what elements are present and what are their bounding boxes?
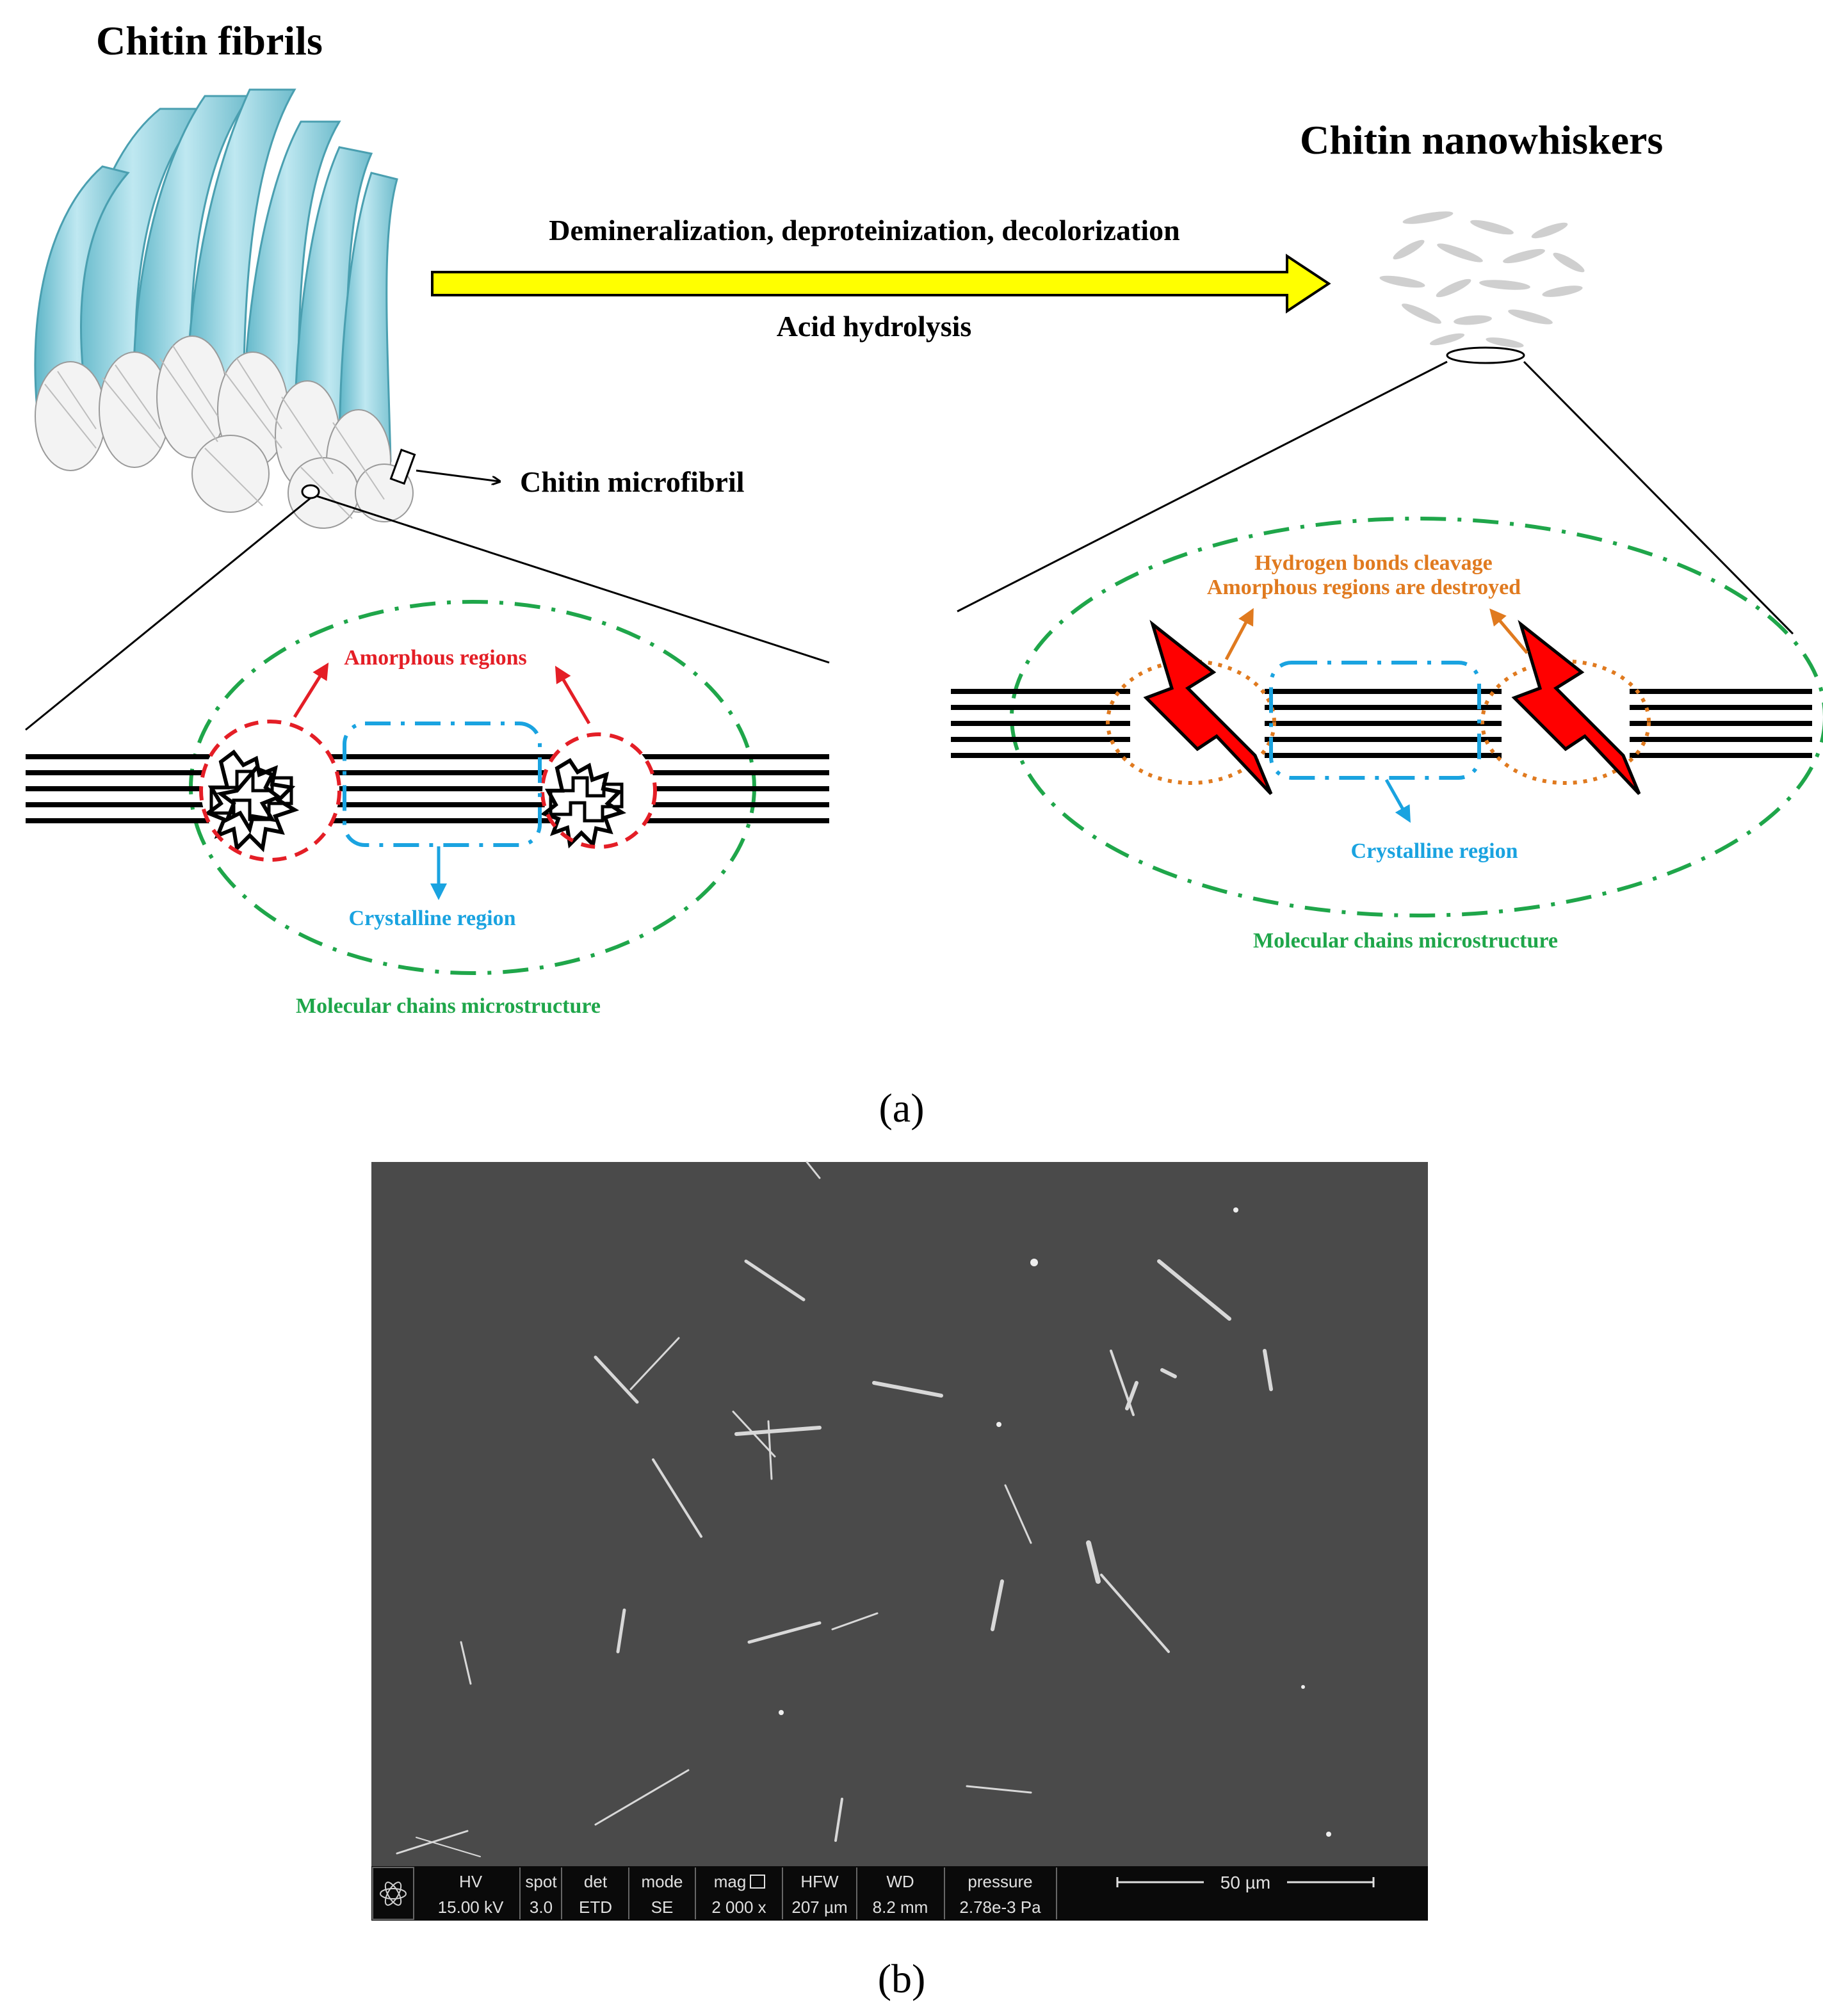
sem-mode-header: mode — [641, 1872, 683, 1891]
left-amorphous-arrow-2 — [555, 665, 591, 725]
left-amorphous-tangle-1 — [199, 720, 341, 862]
sem-hv-value: 15.00 kV — [438, 1898, 504, 1917]
nanowhiskers-title: Chitin nanowhiskers — [1300, 117, 1663, 163]
sem-spot-header: spot — [525, 1872, 557, 1891]
right-cleavage-label-2: Amorphous regions are destroyed — [1207, 576, 1521, 599]
sem-mode-value: SE — [651, 1898, 674, 1917]
right-crystalline-arrow — [1384, 778, 1411, 823]
right-zoom-line-1 — [957, 360, 1448, 613]
right-crystalline-box — [1269, 661, 1481, 780]
sem-pressure-header: pressure — [968, 1872, 1032, 1891]
left-zoom-line-2 — [316, 495, 830, 664]
sem-info-columns — [519, 1867, 1057, 1919]
left-amorphous-tangle-2 — [540, 732, 657, 849]
sem-wd-value: 8.2 mm — [873, 1898, 928, 1917]
right-cleavage-arrow-2 — [1489, 608, 1528, 654]
nanowhiskers-cluster — [1379, 211, 1585, 348]
right-molecular-chains — [951, 689, 1812, 758]
mag-square-icon — [750, 1875, 765, 1889]
sem-wd-header: WD — [886, 1872, 914, 1891]
microfibril-label: Chitin microfibril — [520, 465, 745, 498]
sem-hv-header: HV — [459, 1872, 483, 1891]
nanowhisker-callout-circle — [1446, 346, 1525, 364]
left-zoom-line-1 — [25, 497, 311, 731]
atom-icon — [380, 1882, 407, 1906]
sem-mag-value: 2 000 x — [711, 1898, 766, 1917]
right-microstructure-label: Molecular chains microstructure — [1253, 929, 1558, 953]
scale-bar: 50 µm — [1116, 1873, 1375, 1892]
microfibril-callout-circle — [301, 484, 320, 499]
sem-particles — [779, 1207, 1331, 1837]
left-microstructure-label: Molecular chains microstructure — [296, 994, 601, 1018]
sem-hfw-header: HFW — [800, 1872, 839, 1891]
panel-b: HV 15.00 kV spot 3.0 det ETD mode SE mag… — [371, 1161, 1428, 2001]
sem-pressure-value: 2.78e-3 Pa — [959, 1898, 1041, 1917]
process-label-bottom: Acid hydrolysis — [777, 310, 972, 343]
right-cleavage-label-1: Hydrogen bonds cleavage — [1254, 551, 1493, 575]
left-microstructure: Amorphous regions Crystalline region Mol… — [26, 600, 829, 1018]
right-zoom-line-2 — [1523, 360, 1794, 635]
sem-image — [371, 1162, 1428, 1866]
right-cleavage-arrow-1 — [1224, 608, 1254, 661]
right-crystalline-label: Crystalline region — [1351, 839, 1518, 863]
process-arrow — [431, 254, 1331, 314]
microfibril-callout-box — [389, 448, 416, 485]
sem-det-value: ETD — [579, 1898, 612, 1917]
right-envelope — [1010, 517, 1823, 917]
sem-info-bar: HV 15.00 kV spot 3.0 det ETD mode SE mag… — [371, 1866, 1428, 1921]
sem-det-header: det — [584, 1872, 608, 1891]
scale-bar-label: 50 µm — [1220, 1873, 1270, 1892]
sem-logo-box — [372, 1867, 414, 1920]
fibril-bundle — [34, 88, 398, 462]
sem-mag-header: mag — [714, 1872, 747, 1891]
right-microstructure: Hydrogen bonds cleavage Amorphous region… — [951, 517, 1823, 953]
left-molecular-chains — [26, 754, 829, 823]
lightning-bolt-icon — [1511, 620, 1641, 795]
fibrils-title: Chitin fibrils — [96, 18, 323, 63]
left-amorphous-label: Amorphous regions — [344, 646, 527, 670]
microfibril-lines — [44, 345, 385, 519]
lightning-bolt-icon — [1143, 620, 1273, 795]
process-label-top: Demineralization, deproteinization, deco… — [549, 214, 1179, 246]
left-amorphous-arrow-1 — [293, 662, 329, 718]
sem-nanowhiskers — [396, 1161, 1273, 1857]
left-crystalline-label: Crystalline region — [349, 907, 516, 930]
sem-spot-value: 3.0 — [530, 1898, 553, 1917]
panel-b-caption: (b) — [878, 1956, 926, 2001]
panel-a-caption: (a) — [879, 1085, 924, 1131]
panel-a: Chitin fibrils Chitin nanowhiskers Chiti… — [25, 18, 1823, 1131]
left-crystalline-box — [343, 722, 542, 847]
chitin-fibrils-illustration — [34, 88, 499, 529]
microfibril-pointer-arrow — [416, 469, 499, 481]
sem-hfw-value: 207 µm — [791, 1898, 847, 1917]
